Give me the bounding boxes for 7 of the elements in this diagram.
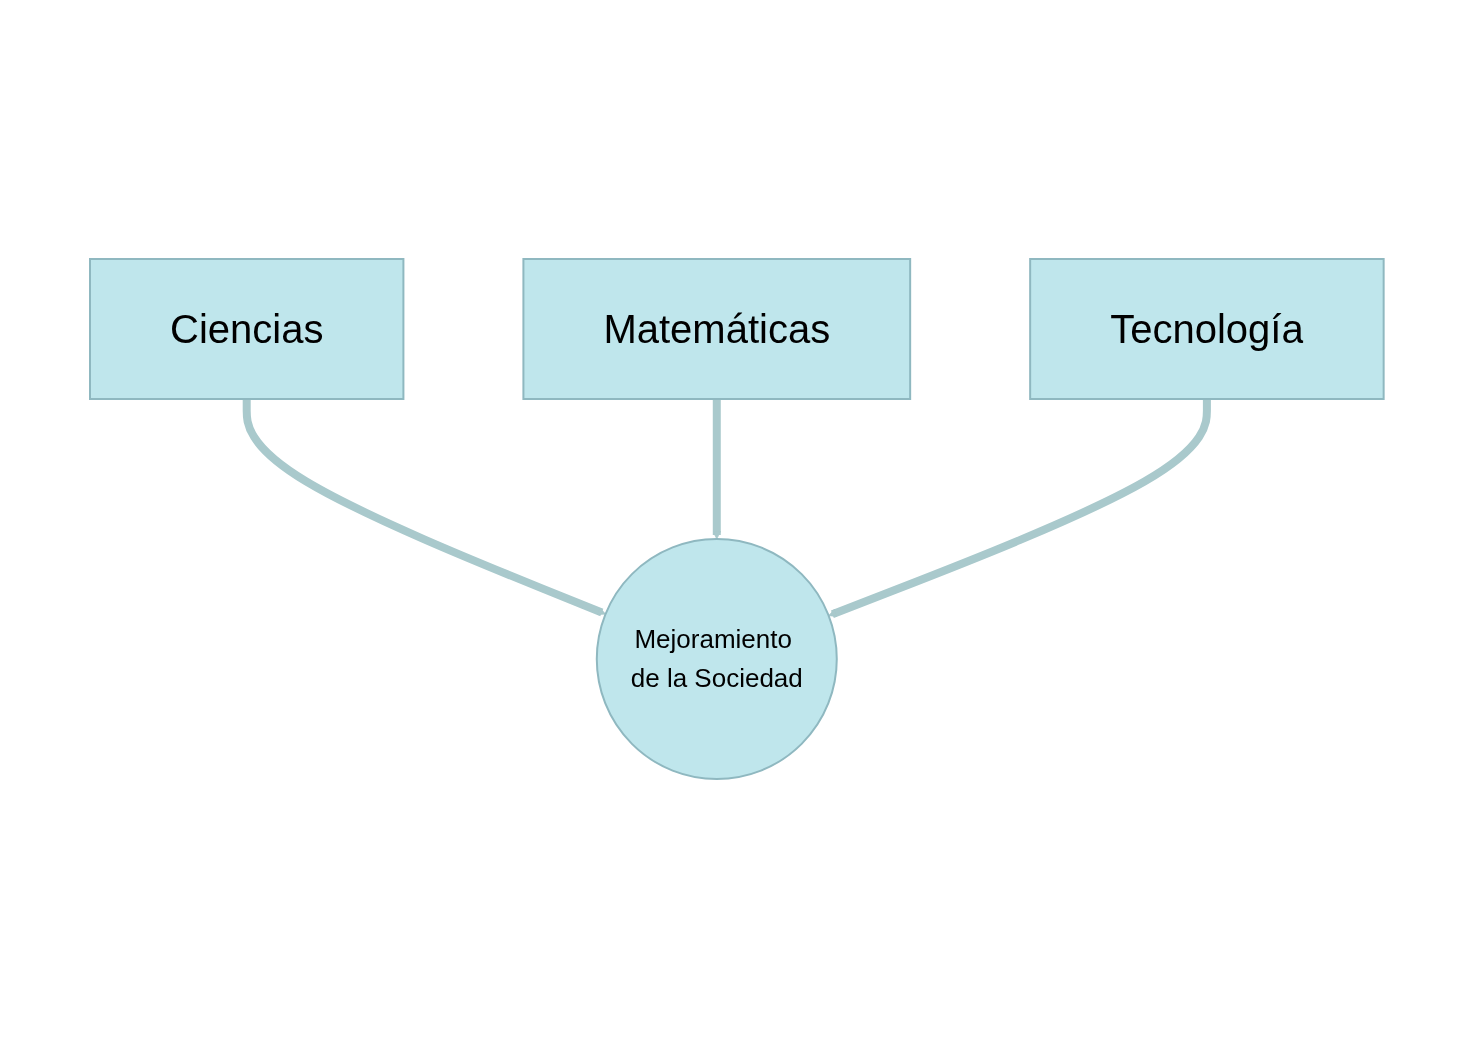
arrow <box>712 398 721 539</box>
arrow <box>242 398 606 616</box>
arrow <box>827 398 1211 618</box>
node-circle: Mejoramiento de la Sociedad <box>595 537 838 780</box>
node-box: Ciencias <box>88 257 405 400</box>
node-box: Tecnología <box>1028 257 1385 400</box>
node-box: Matemáticas <box>522 257 911 400</box>
